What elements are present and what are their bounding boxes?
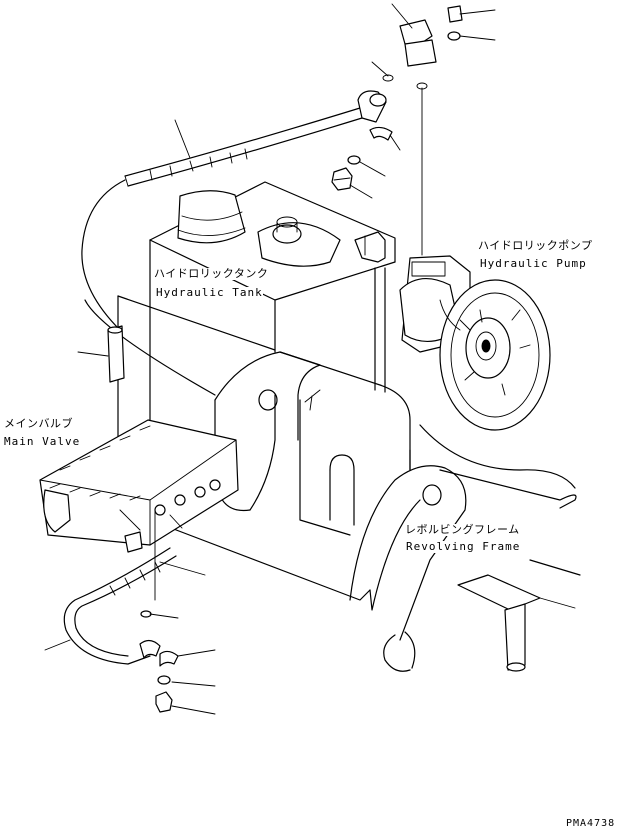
hydraulic-tank-label-jp: ハイドロリックタンク xyxy=(154,267,269,280)
hydraulic-pump-label-jp: ハイドロリックポンプ xyxy=(478,239,593,252)
main-valve-label-jp: メインバルブ xyxy=(4,417,73,430)
hydraulic-tank xyxy=(149,181,396,456)
drawing-code: PMA4738 xyxy=(566,818,616,830)
leader-lines xyxy=(44,3,576,715)
revolving-frame-label-jp: レボルビングフレーム xyxy=(405,523,520,536)
loose-parts xyxy=(107,325,541,672)
hydraulic-tank-label-en: Hydraulic Tank xyxy=(156,286,263,299)
upper-hose xyxy=(81,5,463,331)
lower-hose xyxy=(63,509,179,713)
hydraulic-pump-label-en: Hydraulic Pump xyxy=(480,257,587,270)
revolving-frame-label-en: Revolving Frame xyxy=(406,540,521,553)
revolving-frame xyxy=(84,295,581,672)
hydraulic-pump xyxy=(399,255,551,431)
main-valve-label-en: Main Valve xyxy=(4,435,81,448)
main-valve xyxy=(39,419,239,553)
